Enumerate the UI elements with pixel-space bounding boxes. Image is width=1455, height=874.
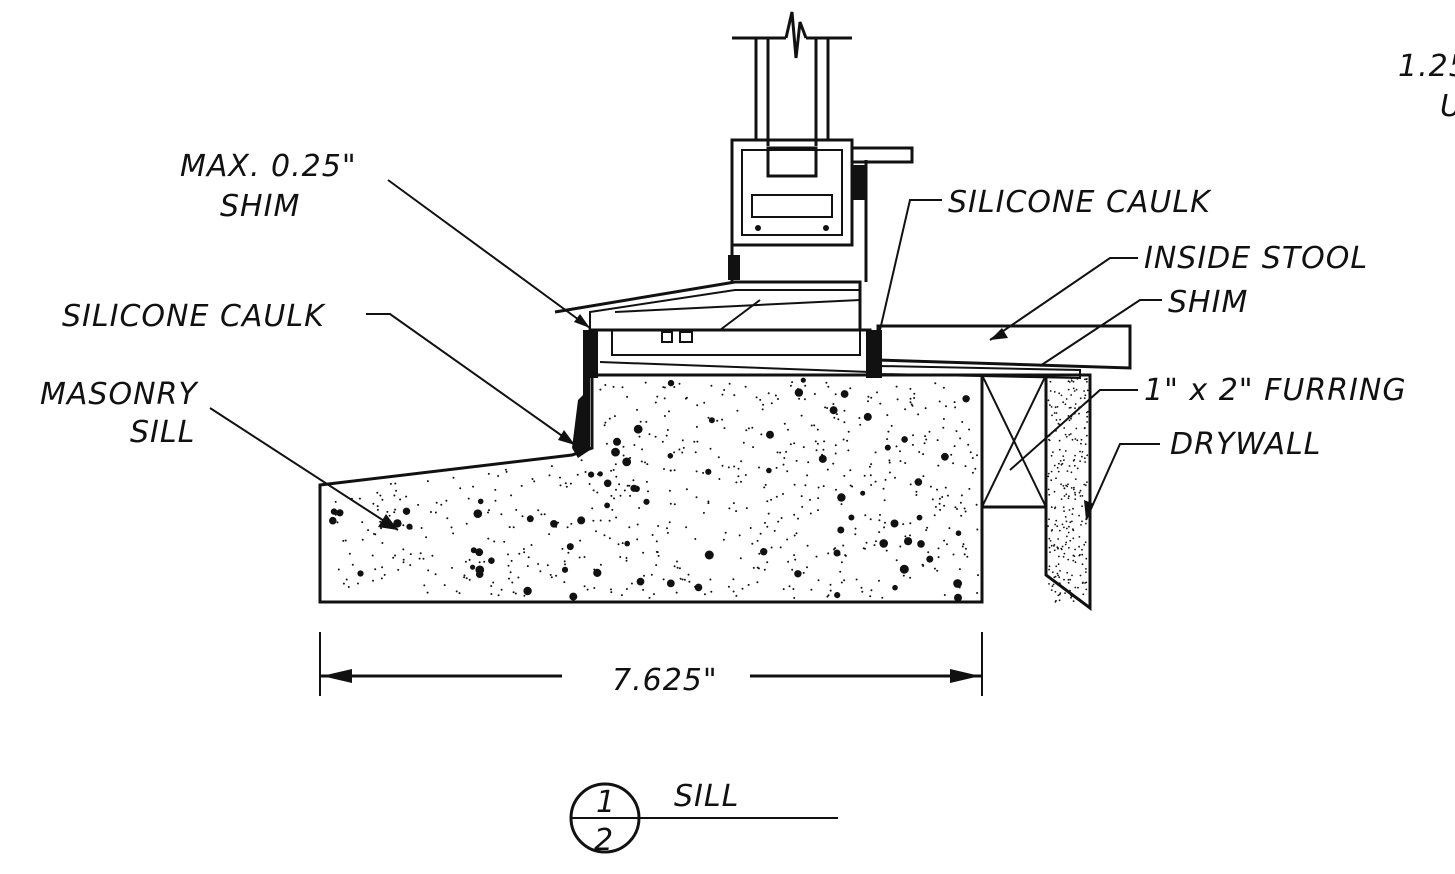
- detail-title: SILL: [674, 779, 739, 814]
- label-silicone-caulk-right: SILICONE CAULK: [948, 185, 1212, 220]
- label-masonry-line1: MASONRY: [40, 377, 199, 412]
- label-max-shim-line1: MAX. 0.25": [180, 149, 357, 184]
- detail-tag: 1 2 SILL: [569, 779, 838, 858]
- drywall-stipple: [1047, 377, 1089, 604]
- label-masonry-line2: SILL: [130, 415, 195, 450]
- detail-sheet: 2: [594, 823, 614, 858]
- label-inside-stool: INSIDE STOOL: [1144, 241, 1368, 276]
- label-max-shim-line2: SHIM: [220, 189, 300, 224]
- leader-lines: [209, 179, 1162, 531]
- label-furring: 1" x 2" FURRING: [1144, 373, 1407, 408]
- label-silicone-caulk-left: SILICONE CAULK: [62, 299, 326, 334]
- dimension-value: 7.625": [612, 663, 718, 698]
- drywall-panel: [1044, 373, 1092, 611]
- label-corner-line1: 1.25: [1398, 49, 1455, 84]
- overall-dimension: 7.625": [319, 632, 983, 698]
- furring-strip: [980, 373, 1048, 509]
- label-corner-line2: U: [1440, 89, 1455, 124]
- label-drywall: DRYWALL: [1170, 427, 1321, 462]
- annotation-labels: MAX. 0.25" SHIM SILICONE CAULK MASONRY S…: [40, 49, 1455, 462]
- sash-glazing: [728, 11, 914, 282]
- silicone-caulk-right-bead: [866, 330, 882, 378]
- concrete-stipple: [329, 377, 979, 602]
- masonry-sill: [318, 373, 984, 604]
- label-shim-right: SHIM: [1168, 285, 1248, 320]
- detail-number: 1: [596, 785, 616, 820]
